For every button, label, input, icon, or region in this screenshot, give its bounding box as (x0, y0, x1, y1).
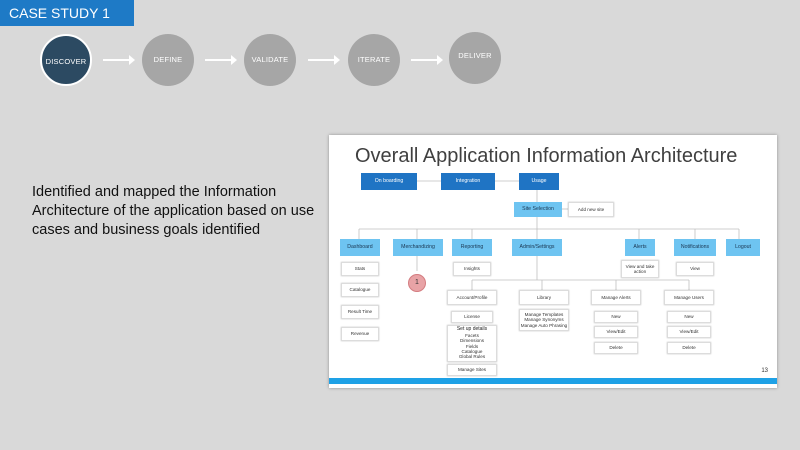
description-text: Identified and mapped the Information Ar… (32, 184, 315, 238)
setup-facets: Facets (465, 333, 479, 339)
setup-fields: Fields (465, 343, 479, 349)
slide-title: Overall Application Information Architec… (355, 145, 738, 167)
manage-alerts: Manage Alerts (591, 290, 641, 305)
manage-users-delete: Delete (667, 342, 711, 354)
flow-onboarding: On boarding (361, 173, 417, 190)
library-manage-templates: Manage Templates (524, 312, 564, 318)
manage-users-view-edit: View/Edit (667, 326, 711, 338)
nav-dashboard: Dashboard (340, 239, 380, 256)
manage-alerts-view-edit: View/Edit (594, 326, 638, 338)
account-manage-sites: Manage Sites (447, 364, 497, 376)
alerts-view-action: View and take action (621, 260, 659, 278)
library-details: Manage Templates Manage Synonyms Manage … (519, 309, 569, 331)
dashboard-result-time: Result Time (341, 305, 379, 319)
account-setup-details: Set up details Facets Dimensions Fields … (447, 325, 497, 362)
add-new-site: Add new site (568, 202, 614, 217)
flow-integration: Integration (441, 173, 495, 190)
ia-slide: Overall Application Information Architec… (329, 135, 777, 388)
page-number: 13 (761, 368, 768, 374)
setup-catalogue: Catalogue (461, 349, 483, 355)
flow-usage: Usage (519, 173, 559, 190)
dashboard-catalogue: Catalogue (341, 283, 379, 297)
arrow-icon (411, 55, 443, 65)
setup-global-rules: Global Rules (458, 354, 486, 360)
nav-alerts: Alerts (625, 239, 655, 256)
manage-users-new: New (667, 311, 711, 323)
nav-logout: Logout (726, 239, 760, 256)
library-manage-auto-phrasing: Manage Auto Phrasing (520, 322, 568, 328)
connector-lines (358, 180, 740, 290)
case-study-badge: CASE STUDY 1 (0, 0, 134, 26)
dashboard-stats: Stats (341, 262, 379, 276)
library-manage-synonyms: Manage Synonyms (524, 317, 564, 323)
step-validate[interactable]: VALIDATE (244, 34, 296, 86)
dashboard-revenue: Revenue (341, 327, 379, 341)
library: Library (519, 290, 569, 305)
manage-alerts-delete: Delete (594, 342, 638, 354)
site-selection: Site Selection (514, 202, 562, 217)
setup-dimensions: Dimensions (460, 338, 484, 344)
account-license: License (451, 311, 493, 323)
arrow-icon (205, 55, 237, 65)
manage-users: Manage Users (664, 290, 714, 305)
step-discover[interactable]: DISCOVER (40, 34, 92, 86)
step-iterate[interactable]: ITERATE (348, 34, 400, 86)
step-deliver[interactable]: DELIVER (449, 32, 501, 84)
notifications-view: View (676, 262, 714, 276)
nav-notifications: Notifications (674, 239, 716, 256)
arrow-icon (308, 55, 340, 65)
manage-alerts-new: New (594, 311, 638, 323)
reporting-insights: Insights (453, 262, 491, 276)
nav-reporting: Reporting (452, 239, 492, 256)
account-profile: Account/Profile (447, 290, 497, 305)
nav-admin-settings: Admin/Settings (512, 239, 562, 256)
slide-footer-bar (329, 378, 777, 384)
nav-merchandizing: Merchandizing (393, 239, 443, 256)
annotation-marker: 1 (408, 274, 426, 292)
step-define[interactable]: DEFINE (142, 34, 194, 86)
setup-heading: Set up details (456, 326, 488, 333)
arrow-icon (103, 55, 135, 65)
